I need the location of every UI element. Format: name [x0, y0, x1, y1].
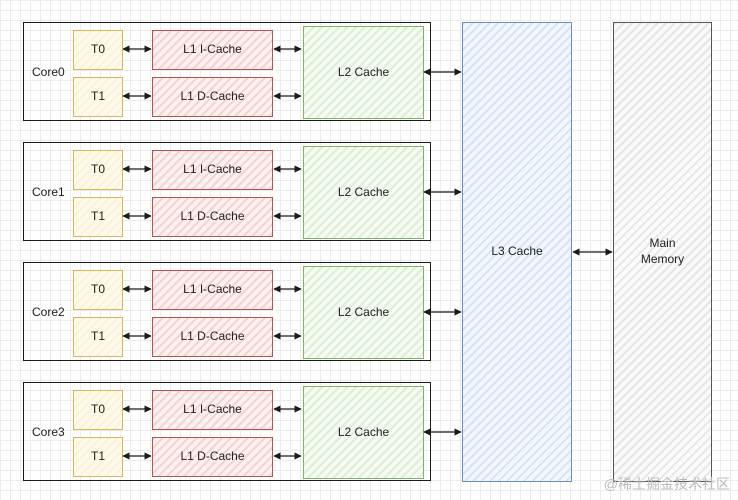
l1-data-cache: L1 D-Cache: [152, 317, 273, 357]
l1-instruction-cache: L1 I-Cache: [152, 390, 273, 430]
core-label: Core1: [32, 184, 65, 199]
thread-t1: T1: [73, 197, 123, 237]
core-label: Core2: [32, 304, 65, 319]
thread-t1: T1: [73, 437, 123, 477]
main-memory: Main Memory: [613, 22, 712, 482]
core-3-frame: Core3 T0 T1 L1 I-Cache L1 D-Cache L2 Cac…: [23, 382, 431, 481]
core-label: Core3: [32, 424, 65, 439]
l1-data-cache: L1 D-Cache: [152, 197, 273, 237]
main-memory-label-line1: Main: [649, 236, 676, 251]
l1-data-cache: L1 D-Cache: [152, 77, 273, 117]
l1-instruction-cache: L1 I-Cache: [152, 270, 273, 310]
watermark: @稀土掘金技术社区: [603, 476, 730, 492]
l2-cache: L2 Cache: [303, 386, 424, 479]
l3-cache: L3 Cache: [462, 22, 572, 482]
core-label: Core0: [32, 64, 65, 79]
l1-instruction-cache: L1 I-Cache: [152, 150, 273, 190]
thread-t0: T0: [73, 150, 123, 190]
thread-t0: T0: [73, 390, 123, 430]
l1-data-cache: L1 D-Cache: [152, 437, 273, 477]
l1-instruction-cache: L1 I-Cache: [152, 30, 273, 70]
core-2-frame: Core2 T0 T1 L1 I-Cache L1 D-Cache L2 Cac…: [23, 262, 431, 361]
thread-t1: T1: [73, 317, 123, 357]
thread-t0: T0: [73, 30, 123, 70]
core-1-frame: Core1 T0 T1 L1 I-Cache L1 D-Cache L2 Cac…: [23, 142, 431, 241]
l2-cache: L2 Cache: [303, 266, 424, 359]
main-memory-label-line2: Memory: [640, 252, 685, 266]
l2-cache: L2 Cache: [303, 146, 424, 239]
